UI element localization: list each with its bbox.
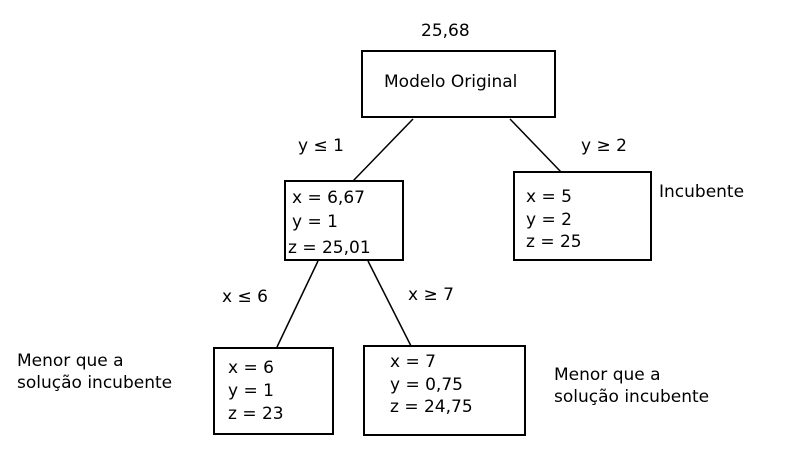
node-4-line-x: x = 7	[390, 352, 436, 372]
node-1-line-x: x = 6,67	[292, 188, 365, 208]
branch-label-y-ge-2: y ≥ 2	[581, 136, 627, 156]
root-node-label: Modelo Original	[384, 72, 518, 92]
node-2: x = 5 y = 2 z = 25	[513, 171, 652, 261]
node-3-line-x: x = 6	[228, 358, 274, 378]
edge-root-to-n2	[509, 118, 563, 174]
node-4-line-y: y = 0,75	[390, 375, 463, 395]
node-1-line-y: y = 1	[292, 212, 338, 232]
branch-label-x-ge-7: x ≥ 7	[408, 285, 454, 305]
root-value: 25,68	[421, 21, 470, 41]
node-3: x = 6 y = 1 z = 23	[213, 347, 334, 435]
node-3-note-line-2: solução incubente	[17, 373, 173, 393]
node-2-line-z: z = 25	[526, 232, 582, 252]
node-2-line-y: y = 2	[526, 210, 572, 230]
node-2-note: Incubente	[659, 182, 745, 202]
node-2-line-x: x = 5	[526, 187, 572, 207]
node-4-note-line-1: Menor que a	[554, 365, 661, 385]
node-4-note-line-2: solução incubente	[554, 387, 710, 407]
edge-root-to-n1	[352, 118, 414, 182]
branch-label-y-le-1: y ≤ 1	[298, 136, 344, 156]
node-3-note-line-1: Menor que a	[17, 351, 124, 371]
edge-n1-to-n4	[367, 260, 412, 347]
node-4-line-z: z = 24,75	[390, 397, 473, 417]
node-3-line-z: z = 23	[228, 404, 284, 424]
node-1: x = 6,67 y = 1 z = 25,01	[284, 180, 404, 261]
root-node: Modelo Original	[361, 50, 556, 118]
node-1-line-z: z = 25,01	[288, 238, 371, 258]
branch-label-x-le-6: x ≤ 6	[222, 287, 268, 307]
node-3-line-y: y = 1	[228, 381, 274, 401]
edge-n1-to-n3	[276, 260, 319, 348]
node-4: x = 7 y = 0,75 z = 24,75	[363, 345, 526, 436]
